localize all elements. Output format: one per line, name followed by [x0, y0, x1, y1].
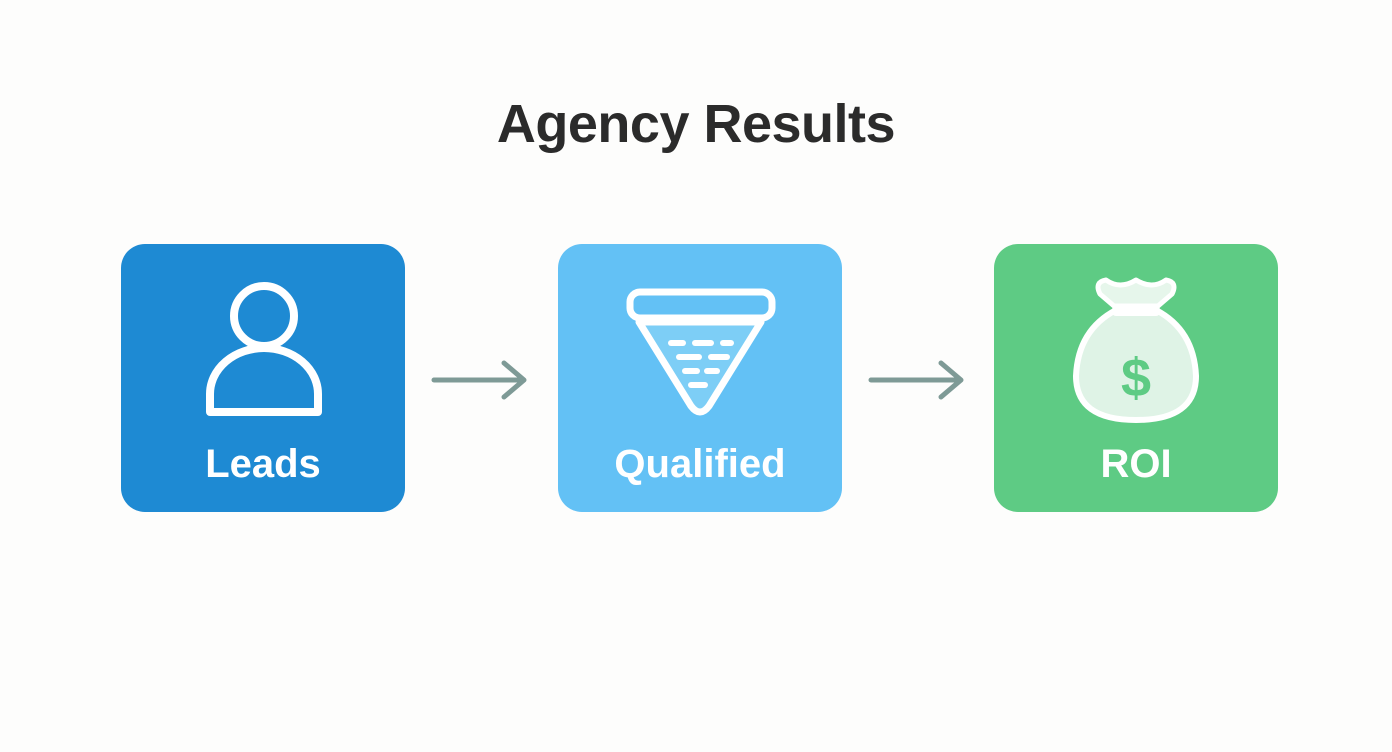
person-icon [206, 282, 322, 416]
money-bag-icon: $ [1073, 277, 1199, 423]
arrow-right-icon [431, 360, 527, 400]
step-card-leads: Leads [121, 244, 405, 512]
diagram-title: Agency Results [496, 94, 896, 154]
step-label-qualified: Qualified [614, 442, 786, 486]
arrow-right-icon [868, 360, 964, 400]
step-label-leads: Leads [205, 442, 321, 486]
svg-text:$: $ [1121, 348, 1151, 408]
step-card-qualified: Qualified [558, 244, 842, 512]
step-label-roi: ROI [1100, 442, 1172, 486]
step-card-roi: $ ROI [994, 244, 1278, 512]
funnel-icon [626, 288, 776, 416]
